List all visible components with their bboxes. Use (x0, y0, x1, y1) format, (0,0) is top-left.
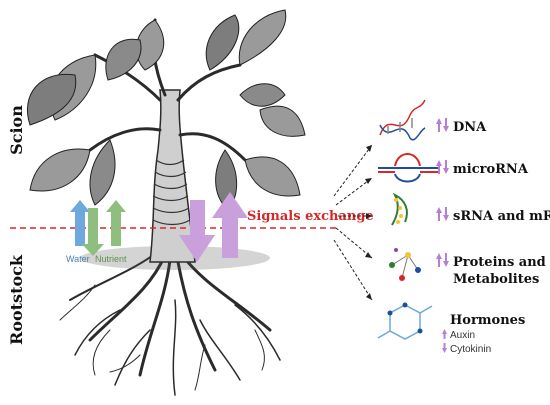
updown-markers (436, 118, 449, 353)
hormone-sub-auxin: Auxin (450, 330, 475, 341)
rna-strand-icon (391, 192, 408, 226)
hormone-molecule-icon (377, 302, 433, 340)
signal-label-proteins: Proteins and (453, 255, 546, 270)
signal-label-dna: DNA (453, 120, 487, 135)
signal-label-srna: sRNA and mRNA (453, 209, 550, 224)
rootstock-label: Rootstock (7, 254, 26, 345)
signal-label-microrna: microRNA (453, 162, 529, 177)
pointer-heads (365, 145, 372, 300)
graft-union-wrap (152, 159, 191, 226)
hormone-sub-cytokinin: Cytokinin (450, 344, 491, 355)
signals-exchange-label: Signals exchange (247, 209, 374, 224)
water-up-arrow (70, 200, 90, 246)
nutrient-up-arrow (106, 200, 126, 246)
signal-down-arrow (179, 200, 215, 262)
scion-label: Scion (7, 105, 26, 155)
root-system (59, 249, 281, 396)
protein-network-icon (389, 248, 421, 281)
water-nutrient-arrows: Water Nutrient (66, 200, 127, 264)
water-label: Water (66, 254, 90, 264)
signal-label-metabolites: Metabolites (453, 272, 539, 287)
signal-arrows (179, 192, 248, 262)
signal-label-hormones: Hormones (450, 313, 525, 328)
signal-up-arrow (212, 192, 248, 258)
nutrient-label: Nutrient (95, 254, 127, 264)
leaves (26, 9, 306, 211)
microrna-hairpin-icon (378, 153, 438, 183)
signal-pointers (333, 144, 373, 301)
grafted-plant-illustration (26, 9, 306, 396)
water-down-arrow (82, 208, 104, 256)
dna-helix-icon (379, 99, 426, 141)
